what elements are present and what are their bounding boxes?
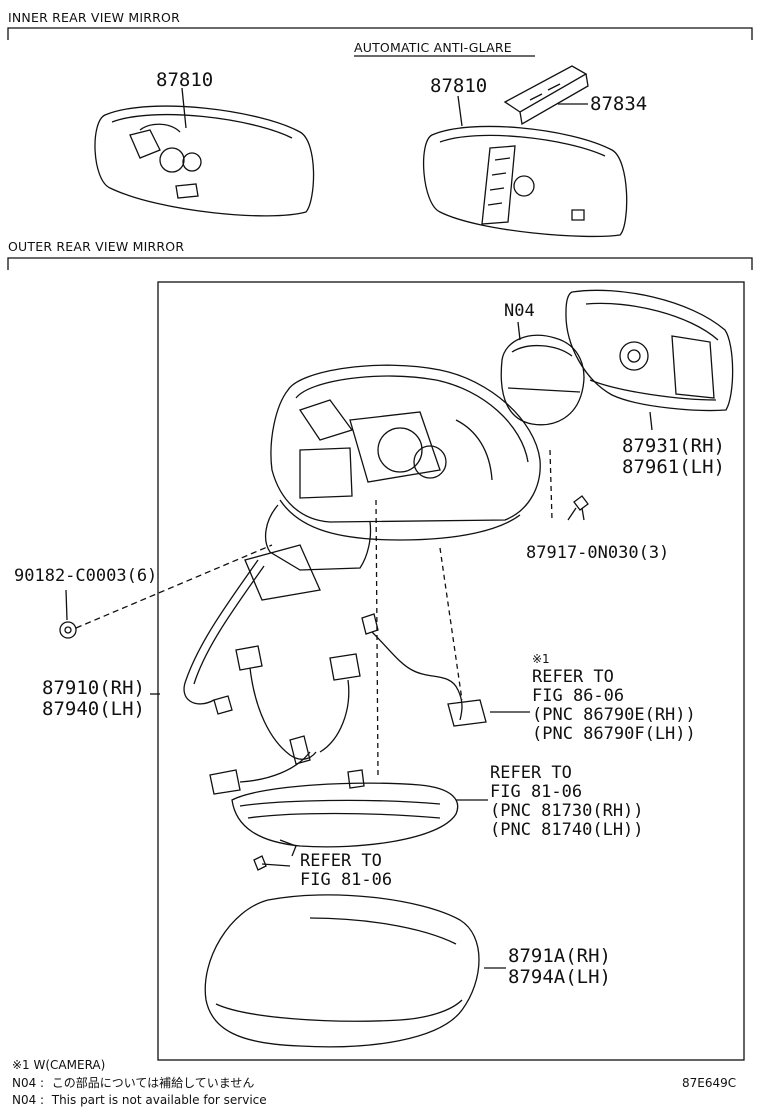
label-87917: 87917-0N030(3)	[526, 543, 670, 563]
turn-refer-line2: FIG 81-06	[490, 782, 583, 802]
leader-87810a	[181, 87, 187, 129]
turn-refer-line1: REFER TO	[490, 763, 572, 783]
mirror-cover	[204, 894, 480, 1048]
label-8791a: 8791A(RH)	[508, 945, 611, 967]
inner-mirror-standard	[94, 105, 315, 217]
outer-section-bracket	[7, 257, 753, 270]
footnote-n04-ja: N04 : この部品については補給していません	[12, 1076, 255, 1090]
screw-87917	[567, 495, 589, 521]
camera-refer-line4: (PNC 86790F(LH))	[532, 724, 696, 744]
leader-87931	[649, 411, 653, 431]
turn-refer-line3: (PNC 81730(RH))	[490, 801, 644, 821]
section-title-outer: OUTER REAR VIEW MIRROR	[8, 239, 185, 254]
section-title-auto-anti-glare: AUTOMATIC ANTI-GLARE	[354, 40, 512, 55]
label-87810-standard: 87810	[156, 69, 214, 91]
inner-section-bracket	[7, 27, 753, 40]
nut-90182	[59, 621, 77, 639]
label-87940: 87940(LH)	[42, 698, 145, 720]
section-title-inner: INNER REAR VIEW MIRROR	[8, 10, 180, 25]
screw-turn-signal	[253, 855, 291, 871]
footnote-n04-en: N04 : This part is not available for ser…	[12, 1093, 267, 1107]
wire-harness	[183, 559, 361, 795]
label-8794a: 8794A(LH)	[508, 966, 611, 988]
label-n04: N04	[504, 301, 535, 321]
label-87910: 87910(RH)	[42, 677, 145, 699]
leader-n04	[517, 321, 521, 341]
leader-glass-screw	[549, 449, 553, 521]
label-87931: 87931(RH)	[622, 435, 725, 457]
turn-signal-lamp	[231, 769, 459, 857]
outer-mirror-frame	[157, 281, 745, 1061]
label-87810-auto: 87810	[430, 75, 488, 97]
turn-refer-line4: (PNC 81740(LH))	[490, 820, 644, 840]
mirror-base	[244, 504, 372, 601]
camera-refer-line3: (PNC 86790E(RH))	[532, 705, 696, 725]
leader-90182-label	[65, 589, 68, 621]
mirror-actuator	[500, 334, 585, 426]
leader-camera	[439, 547, 463, 701]
leader-90182	[75, 544, 273, 629]
label-87834: 87834	[590, 93, 648, 115]
leader-87810b	[457, 95, 463, 127]
footnote-camera: ※1 W(CAMERA)	[12, 1058, 106, 1072]
screw-refer-line2: FIG 81-06	[300, 870, 393, 890]
leader-87917	[581, 507, 585, 521]
label-87961: 87961(LH)	[622, 456, 725, 478]
camera-cable	[361, 613, 487, 727]
camera-refer-line2: FIG 86-06	[532, 686, 625, 706]
label-90182: 90182-C0003(6)	[14, 566, 158, 586]
leader-turn-signal	[375, 499, 379, 776]
screw-refer-line1: REFER TO	[300, 851, 382, 871]
sensor-cover-87834	[503, 65, 589, 126]
camera-refer-line1: REFER TO	[532, 667, 614, 687]
illustration-code: 87E649C	[682, 1076, 737, 1090]
mirror-glass	[565, 289, 734, 412]
camera-mark: ※1	[532, 652, 550, 666]
inner-mirror-auto-anti-glare	[422, 125, 628, 238]
outer-mirror-body	[270, 364, 541, 541]
